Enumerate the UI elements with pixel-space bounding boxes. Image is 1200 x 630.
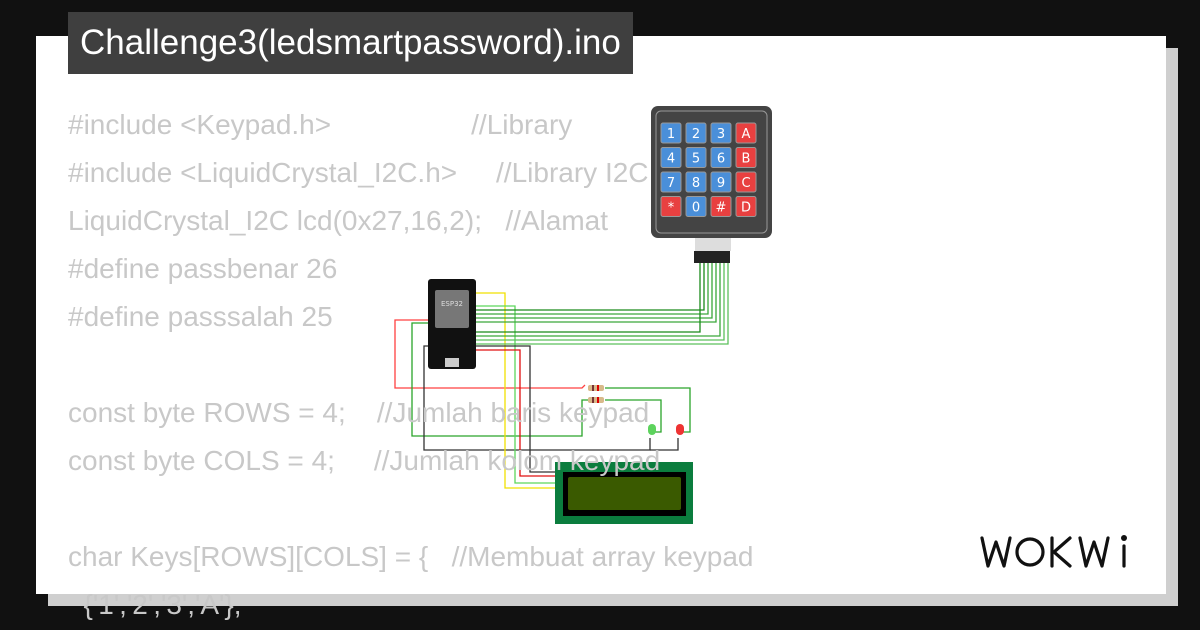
project-title: Challenge3(ledsmartpassword).ino bbox=[68, 12, 633, 74]
keypad-key-label: 4 bbox=[667, 152, 675, 167]
keypad-key-D[interactable]: D bbox=[735, 196, 757, 217]
keypad-key-6[interactable]: 6 bbox=[710, 147, 732, 168]
keypad-key-label: D bbox=[741, 201, 751, 216]
wire-red bbox=[474, 349, 560, 477]
wire-green bbox=[474, 262, 721, 337]
keypad-key-label: C bbox=[741, 176, 750, 191]
wire-red bbox=[394, 319, 586, 389]
keypad-key-9[interactable]: 9 bbox=[710, 171, 732, 193]
keypad-key-label: 2 bbox=[692, 127, 700, 142]
keypad-key-0[interactable]: 0 bbox=[685, 196, 707, 217]
keypad-key-2[interactable]: 2 bbox=[685, 122, 707, 144]
led-green[interactable] bbox=[648, 424, 656, 435]
esp32-board[interactable]: ESP32 bbox=[428, 279, 476, 369]
resistor bbox=[588, 385, 604, 391]
wire-green bbox=[411, 322, 590, 437]
keypad-key-A[interactable]: A bbox=[735, 122, 757, 144]
resistor bbox=[588, 397, 604, 403]
wire-green bbox=[474, 262, 701, 333]
keypad-key-label: 5 bbox=[692, 152, 700, 167]
keypad-key-label: 7 bbox=[667, 176, 675, 191]
keypad-key-label: # bbox=[716, 201, 727, 216]
wire-green bbox=[605, 399, 662, 433]
wires bbox=[394, 262, 729, 489]
keypad-key-label: A bbox=[742, 127, 751, 142]
keypad-key-label: 3 bbox=[717, 127, 725, 142]
wokwi-logo bbox=[980, 535, 1127, 568]
keypad-key-label: 9 bbox=[717, 176, 725, 191]
keypad-key-5[interactable]: 5 bbox=[685, 147, 707, 168]
keypad-key-label: 8 bbox=[692, 176, 700, 191]
keypad-4x4[interactable]: 1 2 3 A 4 5 6 B 7 8 9 C * 0 # D bbox=[651, 106, 772, 263]
keypad-key-#[interactable]: # bbox=[710, 196, 732, 217]
wire-green bbox=[474, 262, 705, 311]
keypad-key-7[interactable]: 7 bbox=[660, 171, 682, 193]
keypad-key-1[interactable]: 1 bbox=[660, 122, 682, 144]
keypad-key-label: 1 bbox=[667, 127, 675, 142]
keypad-key-8[interactable]: 8 bbox=[685, 171, 707, 193]
wire-green bbox=[474, 262, 725, 341]
wire-green bbox=[474, 262, 709, 315]
wire-black bbox=[474, 345, 560, 473]
wire-black bbox=[423, 345, 651, 451]
keypad-key-3[interactable]: 3 bbox=[710, 122, 732, 144]
wire-green bbox=[605, 387, 691, 433]
keypad-key-4[interactable]: 4 bbox=[660, 147, 682, 168]
keypad-key-label: B bbox=[742, 152, 751, 167]
wire-green bbox=[474, 305, 560, 484]
esp32-label: ESP32 bbox=[441, 300, 463, 308]
lcd-16x2[interactable] bbox=[555, 462, 693, 524]
keypad-key-label: * bbox=[668, 201, 675, 216]
keypad-key-*[interactable]: * bbox=[660, 196, 682, 217]
keypad-key-C[interactable]: C bbox=[735, 171, 757, 193]
wire-green bbox=[474, 262, 713, 319]
wire-yellow bbox=[474, 292, 560, 489]
wire-black bbox=[650, 438, 679, 451]
keypad-key-B[interactable]: B bbox=[735, 147, 757, 168]
keypad-key-label: 6 bbox=[717, 152, 725, 167]
keypad-key-label: 0 bbox=[692, 201, 700, 216]
wire-green bbox=[474, 262, 717, 323]
wire-green bbox=[474, 262, 729, 345]
led-red[interactable] bbox=[676, 424, 684, 435]
